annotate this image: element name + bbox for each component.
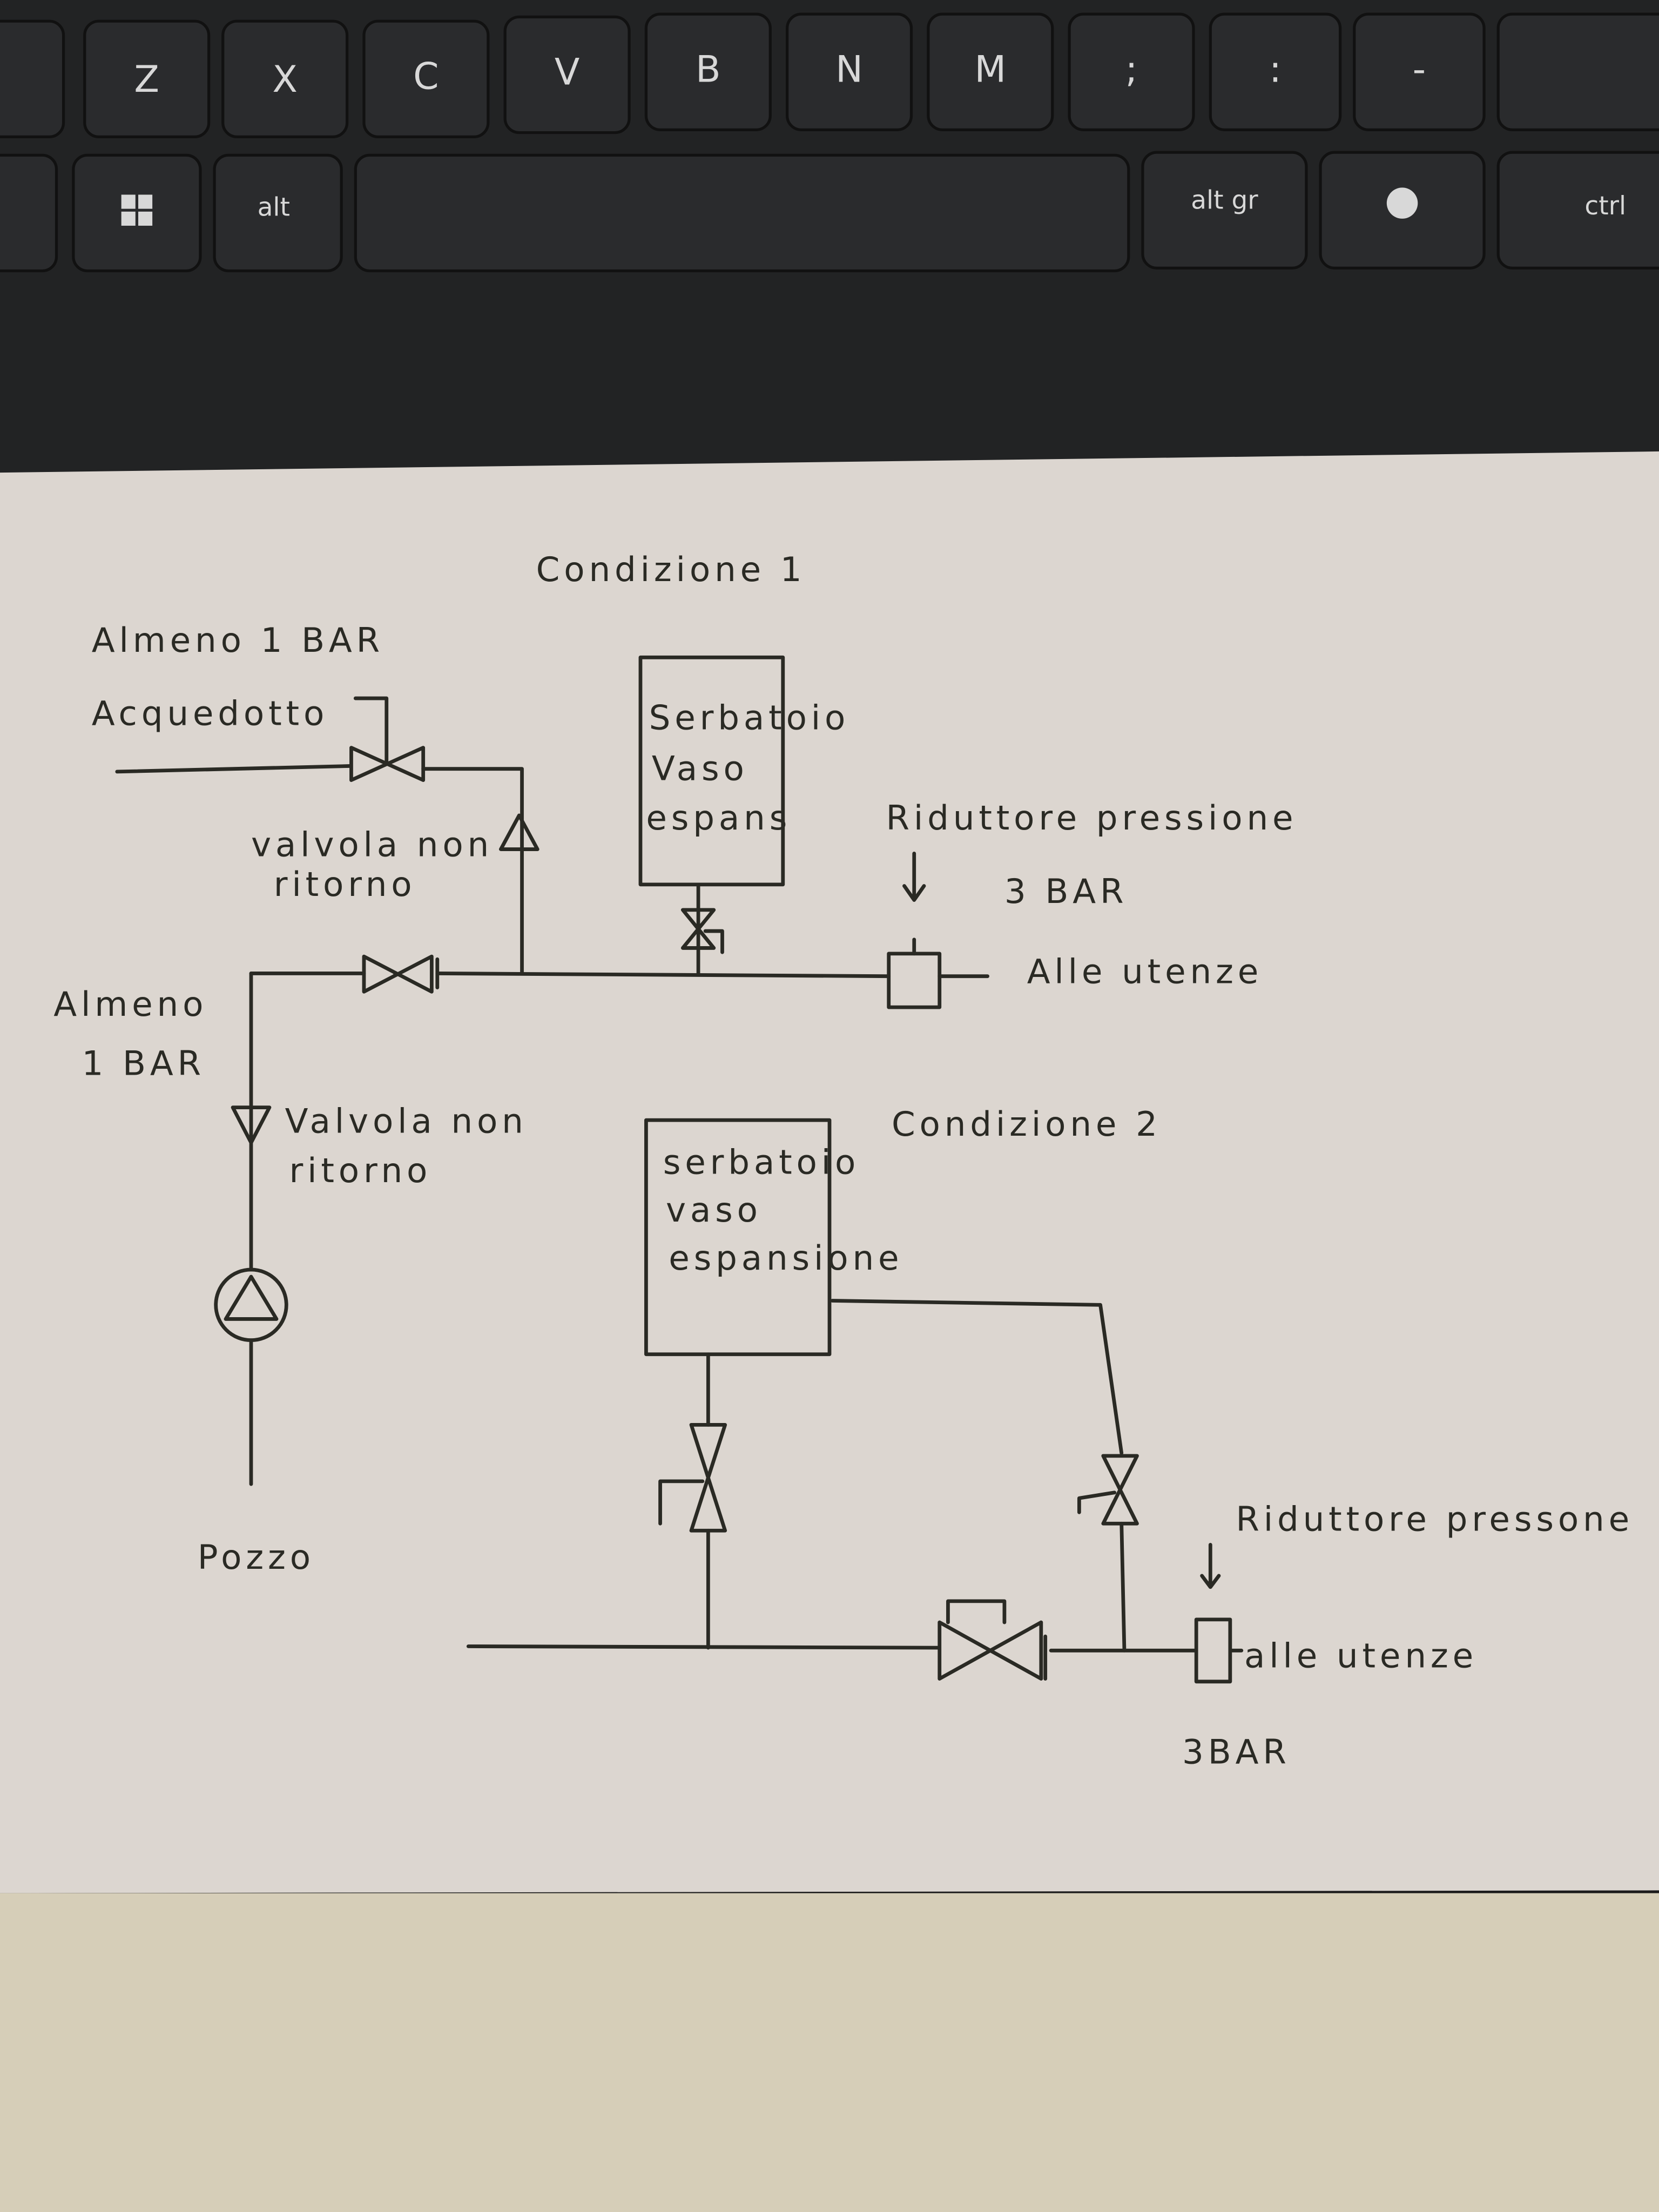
keyboard: Z X C V B N M ; : - alt alt gr ctrl bbox=[0, 12, 1659, 273]
key-v: V bbox=[503, 15, 631, 134]
key-m: M bbox=[927, 12, 1054, 131]
expansion-tank-1 bbox=[638, 655, 785, 887]
svg-text:B: B bbox=[696, 49, 721, 91]
tank-label-1: Serbatoio bbox=[649, 698, 850, 738]
key-n: N bbox=[786, 12, 913, 131]
key-z: Z bbox=[83, 19, 211, 138]
tank-valve-2 bbox=[658, 1422, 727, 1533]
svg-text:;: ; bbox=[1125, 49, 1138, 91]
check-valve-well bbox=[231, 1105, 272, 1145]
pressure-reducer-2 bbox=[1194, 1617, 1232, 1684]
outlet-label-2: alle utenze bbox=[1244, 1636, 1478, 1676]
windows-logo-icon bbox=[121, 194, 153, 226]
key-space bbox=[354, 153, 1130, 273]
key-colon: : bbox=[1209, 12, 1342, 131]
expansion-tank-2 bbox=[644, 1118, 832, 1357]
key-b: B bbox=[644, 12, 772, 131]
reducer-pressure-label-2: 3BAR bbox=[1182, 1732, 1291, 1771]
condition-2-diagram: Condizione 2 serbatoio vaso espansione R… bbox=[466, 1104, 1634, 1771]
svg-text:-: - bbox=[1413, 49, 1426, 91]
tank-label-2: Vaso bbox=[652, 749, 748, 788]
reducer-pressure-label-1: 3 BAR bbox=[1004, 872, 1128, 911]
reducer-label-1: Riduttore pressione bbox=[886, 798, 1297, 838]
check-valve-label: valvola non bbox=[251, 825, 493, 865]
condition-1-diagram: Condizione 1 Almeno 1 BAR Acquedotto val… bbox=[53, 550, 1297, 1577]
key-alt: alt bbox=[213, 153, 343, 273]
pump-icon bbox=[214, 1267, 288, 1343]
arrow-down-icon bbox=[1200, 1543, 1221, 1589]
key-dash: - bbox=[1353, 12, 1486, 131]
condition-2-title: Condizione 2 bbox=[892, 1104, 1162, 1144]
svg-text:ctrl: ctrl bbox=[1584, 191, 1626, 221]
key-c: C bbox=[362, 19, 490, 138]
outlet-label-1: Alle utenze bbox=[1027, 952, 1263, 992]
reducer-label-2: Riduttore pressone bbox=[1236, 1499, 1634, 1539]
well-pressure-label-2: 1 BAR bbox=[82, 1044, 205, 1083]
tank2-label-3: espansione bbox=[669, 1238, 903, 1278]
gate-valve-aqueduct bbox=[349, 696, 426, 782]
tank-valve-1 bbox=[680, 908, 724, 954]
check-valve-label-2: ritorno bbox=[274, 865, 416, 904]
well-check-valve-label-1: Valvola non bbox=[285, 1102, 528, 1141]
svg-text:alt gr: alt gr bbox=[1191, 186, 1258, 215]
condition-1-title: Condizione 1 bbox=[536, 550, 806, 589]
arrow-down-icon bbox=[902, 852, 926, 902]
key-ctrl: ctrl bbox=[1496, 151, 1659, 269]
key-copilot bbox=[1319, 151, 1486, 269]
aqueduct-label: Acquedotto bbox=[92, 694, 328, 733]
tank2-label-1: serbatoio bbox=[663, 1142, 860, 1182]
key-semicolon: ; bbox=[1068, 12, 1195, 131]
key-windows bbox=[72, 153, 202, 273]
well-label: Pozzo bbox=[198, 1537, 315, 1577]
tank-label-3: espans bbox=[646, 798, 791, 838]
copilot-icon bbox=[1386, 187, 1418, 219]
svg-text:M: M bbox=[974, 49, 1006, 91]
key-x: X bbox=[221, 19, 349, 138]
check-valve-aqueduct bbox=[498, 813, 539, 851]
gate-valve-well bbox=[362, 954, 440, 994]
svg-text:Z: Z bbox=[134, 58, 159, 101]
desk-surface bbox=[0, 1893, 1659, 2212]
check-valve-2 bbox=[938, 1599, 1048, 1681]
well-pressure-label-1: Almeno bbox=[53, 984, 207, 1024]
tank2-label-2: vaso bbox=[666, 1190, 762, 1230]
aqueduct-pressure-label: Almeno 1 BAR bbox=[92, 621, 384, 660]
bypass-valve bbox=[1077, 1454, 1139, 1526]
svg-text:X: X bbox=[272, 58, 298, 101]
svg-text::: : bbox=[1269, 49, 1282, 91]
svg-text:V: V bbox=[555, 51, 579, 94]
svg-text:N: N bbox=[835, 49, 863, 91]
svg-text:alt: alt bbox=[258, 193, 290, 222]
key-alt-gr: alt gr bbox=[1141, 151, 1308, 269]
svg-text:C: C bbox=[413, 56, 439, 98]
well-check-valve-label-2: ritorno bbox=[289, 1151, 432, 1190]
